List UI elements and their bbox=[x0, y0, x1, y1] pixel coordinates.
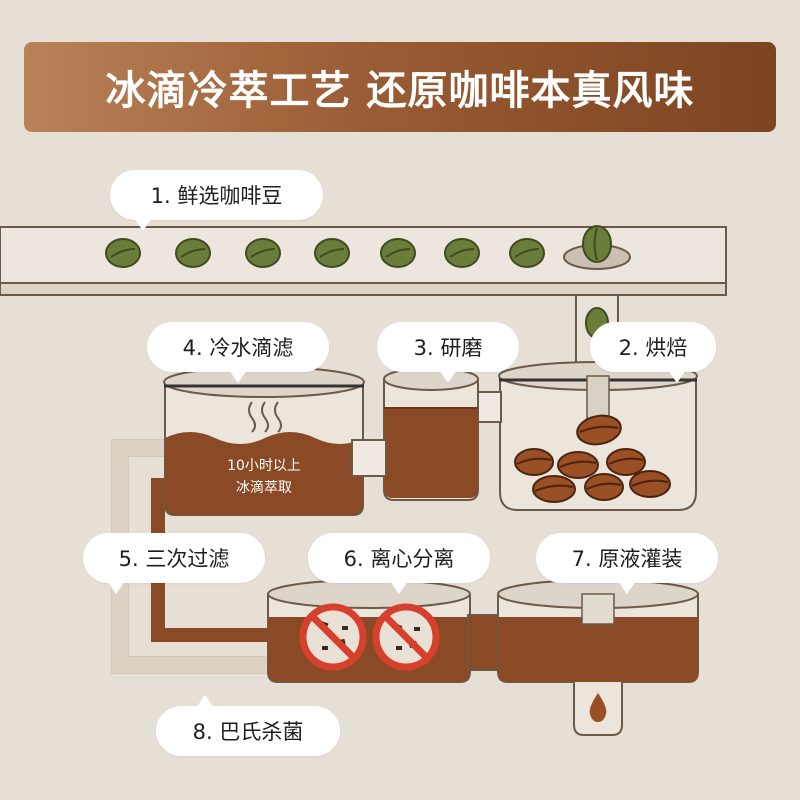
green-beans bbox=[105, 225, 631, 270]
step-bubble-5: 5. 三次过滤 bbox=[83, 533, 265, 594]
step-label-8: 8. 巴氏杀菌 bbox=[192, 720, 304, 744]
green-bean bbox=[245, 238, 281, 268]
step-label-6: 6. 离心分离 bbox=[343, 547, 455, 571]
roasted-bean bbox=[629, 470, 671, 498]
steam-lines bbox=[248, 401, 282, 433]
step-bubble-2: 2. 烘焙 bbox=[590, 322, 716, 383]
roasted-bean bbox=[557, 451, 599, 479]
pipe-cent-fill bbox=[467, 614, 501, 671]
grinder-tank bbox=[383, 367, 479, 501]
green-bean bbox=[509, 238, 545, 268]
pipe-roast-grind bbox=[476, 391, 502, 423]
drip-tank-line-2: 冰滴萃取 bbox=[236, 480, 292, 496]
roasted-beans bbox=[514, 414, 671, 503]
no-impurities-sign bbox=[372, 603, 440, 671]
roasted-bean bbox=[576, 414, 622, 446]
step-label-1: 1. 鲜选咖啡豆 bbox=[150, 184, 283, 208]
roasted-bean bbox=[514, 448, 554, 476]
title-banner: 冰滴冷萃工艺 还原咖啡本真风味 bbox=[24, 42, 776, 132]
green-bean bbox=[314, 238, 350, 268]
centrifuge-tank bbox=[267, 579, 471, 683]
no-impurities-sign bbox=[299, 603, 367, 671]
step-bubble-4: 4. 冷水滴滤 bbox=[147, 322, 329, 383]
step-bubble-6: 6. 离心分离 bbox=[308, 533, 490, 594]
step-label-2: 2. 烘焙 bbox=[618, 336, 688, 360]
page-title: 冰滴冷萃工艺 还原咖啡本真风味 bbox=[105, 68, 695, 114]
step-bubble-7: 7. 原液灌装 bbox=[536, 533, 718, 594]
roaster-tank bbox=[498, 361, 698, 511]
roasted-bean bbox=[532, 475, 576, 503]
green-bean bbox=[444, 238, 480, 268]
roasted-bean bbox=[584, 473, 624, 501]
green-bean bbox=[175, 238, 211, 268]
step-label-5: 5. 三次过滤 bbox=[118, 547, 230, 571]
drip-tank-caption: 10小时以上 冰滴萃取 bbox=[205, 455, 323, 499]
pipe-grind-drip bbox=[351, 439, 387, 477]
green-bean bbox=[380, 238, 416, 268]
step-label-7: 7. 原液灌装 bbox=[571, 547, 683, 571]
step-bubble-3: 3. 研磨 bbox=[377, 322, 519, 383]
green-bean bbox=[582, 225, 612, 263]
roasted-bean bbox=[606, 448, 646, 476]
coffee-drop bbox=[589, 693, 607, 722]
step-bubble-8: 8. 巴氏杀菌 bbox=[156, 695, 340, 756]
output-nozzle bbox=[573, 682, 623, 736]
step-label-4: 4. 冷水滴滤 bbox=[182, 336, 294, 360]
step-bubble-1: 1. 鲜选咖啡豆 bbox=[110, 170, 323, 231]
filling-tank bbox=[497, 579, 699, 683]
step-label-3: 3. 研磨 bbox=[413, 336, 483, 360]
drip-tank-line-1: 10小时以上 bbox=[227, 458, 301, 474]
drip-tank bbox=[163, 366, 365, 516]
green-bean bbox=[105, 238, 141, 268]
